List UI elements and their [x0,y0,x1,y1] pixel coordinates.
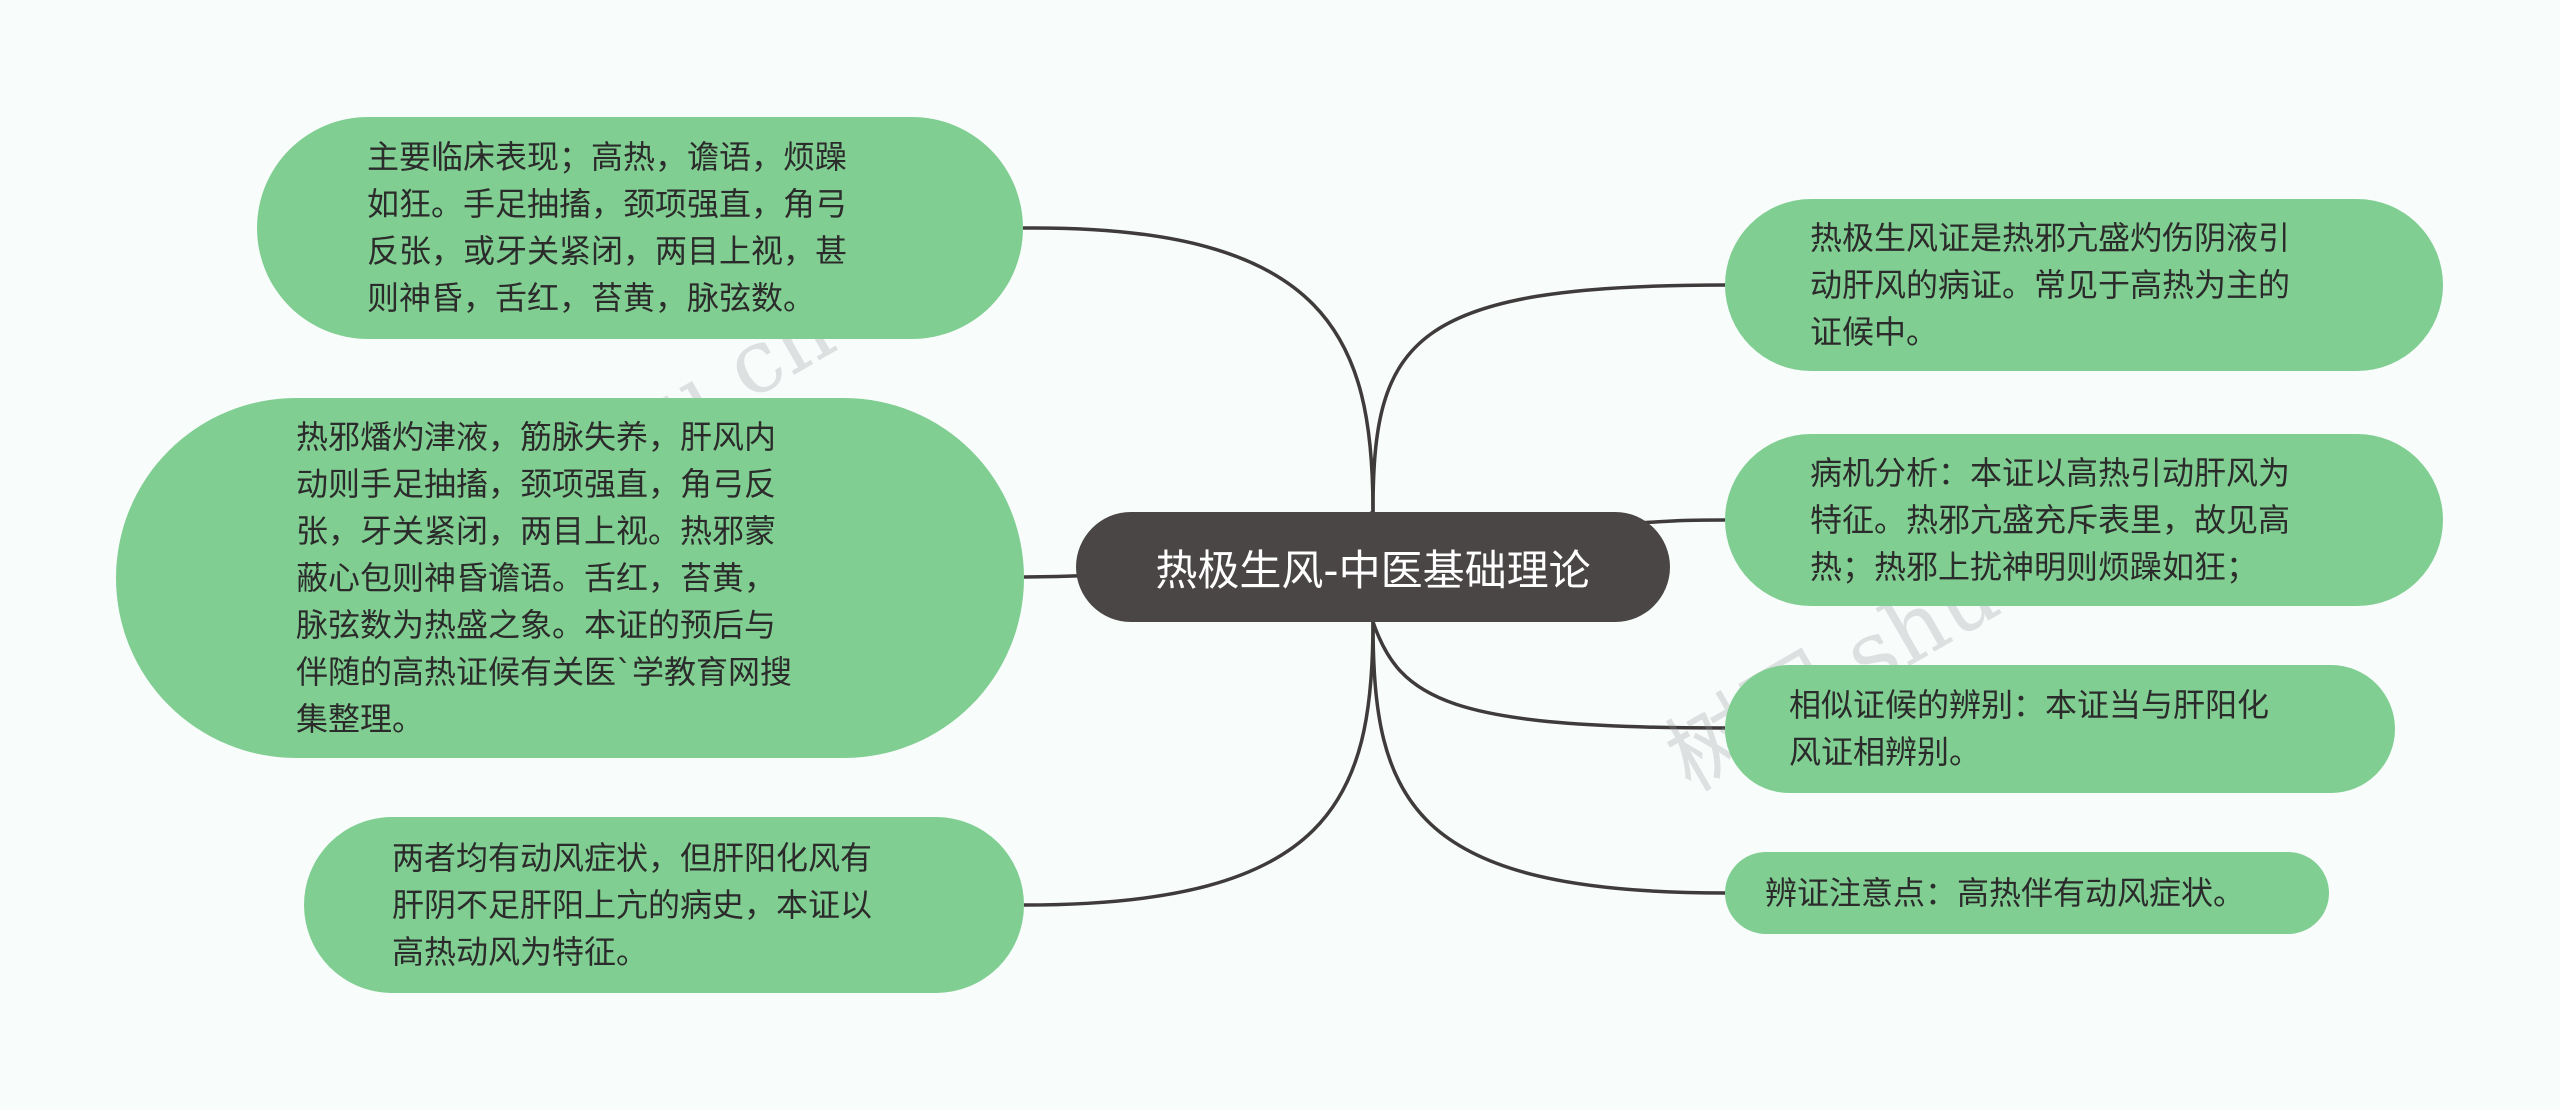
right-node-definition[interactable]: 热极生风证是热邪亢盛灼伤阴液引 动肝风的病证。常见于高热为主的 证候中。 [1725,199,2443,371]
left-node-2-text: 热邪燔灼津液，筋脉失养，肝风内 动则手足抽搐，颈项强直，角弓反 张，牙关紧闭，两… [296,417,793,738]
right-node-2-text: 病机分析：本证以高热引动肝风为 特征。热邪亢盛充斥表里，故见高 热；热邪上扰神明… [1810,453,2291,586]
left-node-3-text: 两者均有动风症状，但肝阳化风有 肝阴不足肝阳上亢的病史，本证以 高热动风为特征。 [392,838,873,971]
link-right-4 [1371,621,1726,895]
right-node-pathogenesis[interactable]: 病机分析：本证以高热引动肝风为 特征。热邪亢盛充斥表里，故见高 热；热邪上扰神明… [1725,434,2443,606]
right-node-key-points[interactable]: 辨证注意点：高热伴有动风症状。 [1725,852,2329,934]
left-node-1-text: 主要临床表现；高热，谵语，烦躁 如狂。手足抽搐，颈项强直，角弓 反张，或牙关紧闭… [367,138,848,317]
left-node-pathology[interactable]: 热邪燔灼津液，筋脉失养，肝风内 动则手足抽搐，颈项强直，角弓反 张，牙关紧闭，两… [116,398,1024,758]
left-node-clinical-manifestations[interactable]: 主要临床表现；高热，谵语，烦躁 如狂。手足抽搐，颈项强直，角弓 反张，或牙关紧闭… [257,117,1023,339]
link-right-3 [1371,621,1726,730]
root-topic-label: 热极生风-中医基础理论 [1155,545,1591,595]
link-left-1 [1022,226,1375,513]
link-right-2 [1639,518,1726,525]
link-left-3 [1023,621,1375,907]
link-right-1 [1371,283,1726,513]
left-node-comparison[interactable]: 两者均有动风症状，但肝阳化风有 肝阴不足肝阳上亢的病史，本证以 高热动风为特征。 [304,817,1024,993]
right-node-4-text: 辨证注意点：高热伴有动风症状。 [1765,873,2246,912]
root-topic[interactable]: 热极生风-中医基础理论 [1076,512,1670,622]
right-node-1-text: 热极生风证是热邪亢盛灼伤阴液引 动肝风的病证。常见于高热为主的 证候中。 [1810,218,2291,351]
right-node-differentiation[interactable]: 相似证候的辨别：本证当与肝阳化 风证相辨别。 [1725,665,2395,793]
right-node-3-text: 相似证候的辨别：本证当与肝阳化 风证相辨别。 [1789,686,2270,771]
